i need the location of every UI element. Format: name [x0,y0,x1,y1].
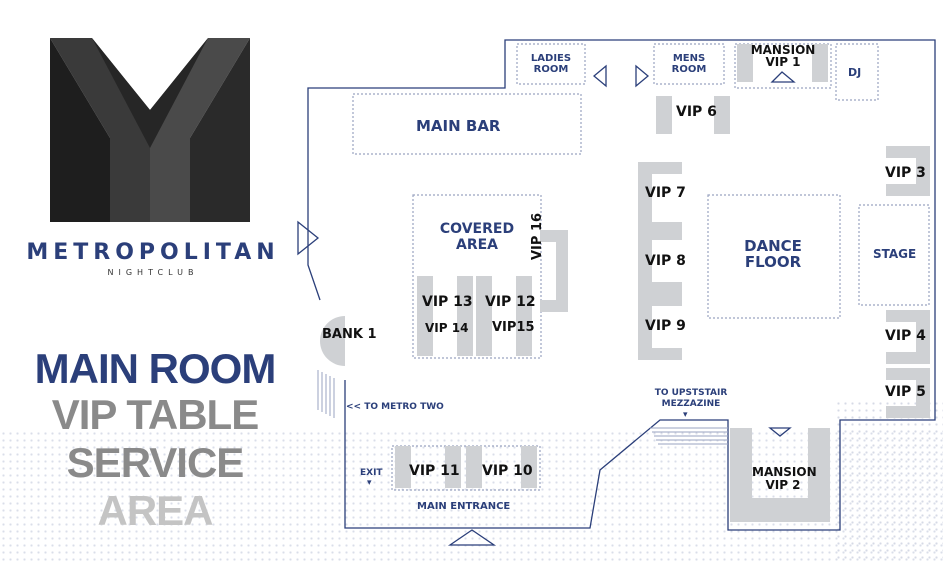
dance-floor-label: DANCE FLOOR [744,237,802,271]
exit-arrow-icon: ▾ [367,478,372,488]
vip10-label: VIP 10 [482,463,533,479]
brand-name: METROPOLITAN [26,240,280,265]
mens-room-label: MENS ROOM [671,53,707,75]
vip8-label: VIP 8 [645,253,686,269]
bank1-label: BANK 1 [322,327,377,342]
vip9-label: VIP 9 [645,318,686,334]
vip4-label: VIP 4 [885,328,926,344]
title-line-1: MAIN ROOM [34,345,277,392]
main-bar-label: MAIN BAR [416,117,501,135]
title-line-2: VIP TABLE [51,391,259,438]
title-line-4: AREA [97,487,213,534]
vip11-label: VIP 11 [409,463,460,479]
brand-subtitle: NIGHTCLUB [107,268,199,277]
title-line-3: SERVICE [66,439,245,486]
mansion-vip1-label: MANSION VIP 1 [750,43,816,69]
vip3-label: VIP 3 [885,165,926,181]
vip5-label: VIP 5 [885,384,926,400]
to-metro-two-label: << TO METRO TWO [346,402,444,412]
stage-label: STAGE [873,247,917,261]
upstairs-arrow-icon: ▾ [683,410,688,420]
main-entrance-label: MAIN ENTRANCE [417,501,511,512]
vip14-label: VIP 14 [425,321,469,335]
dj-label: DJ [848,66,862,79]
to-upstairs-label: TO UPSTSTAIR MEZZAZINE [654,388,728,409]
exit-label: EXIT [360,468,383,478]
vip16-label: VIP 16 [530,212,545,260]
vip7-label: VIP 7 [645,185,686,201]
vip13-label: VIP 13 [422,294,473,310]
mansion-vip2-label: MANSION VIP 2 [752,465,817,492]
dotted-background-right [835,400,943,562]
metropolitan-logo [50,38,250,222]
covered-area-label: COVERED AREA [439,221,515,253]
vip12-label: VIP 12 [485,294,536,310]
vip15-label: VIP15 [492,320,535,335]
vip6-label: VIP 6 [676,104,717,120]
ladies-room-label: LADIES ROOM [530,53,572,75]
